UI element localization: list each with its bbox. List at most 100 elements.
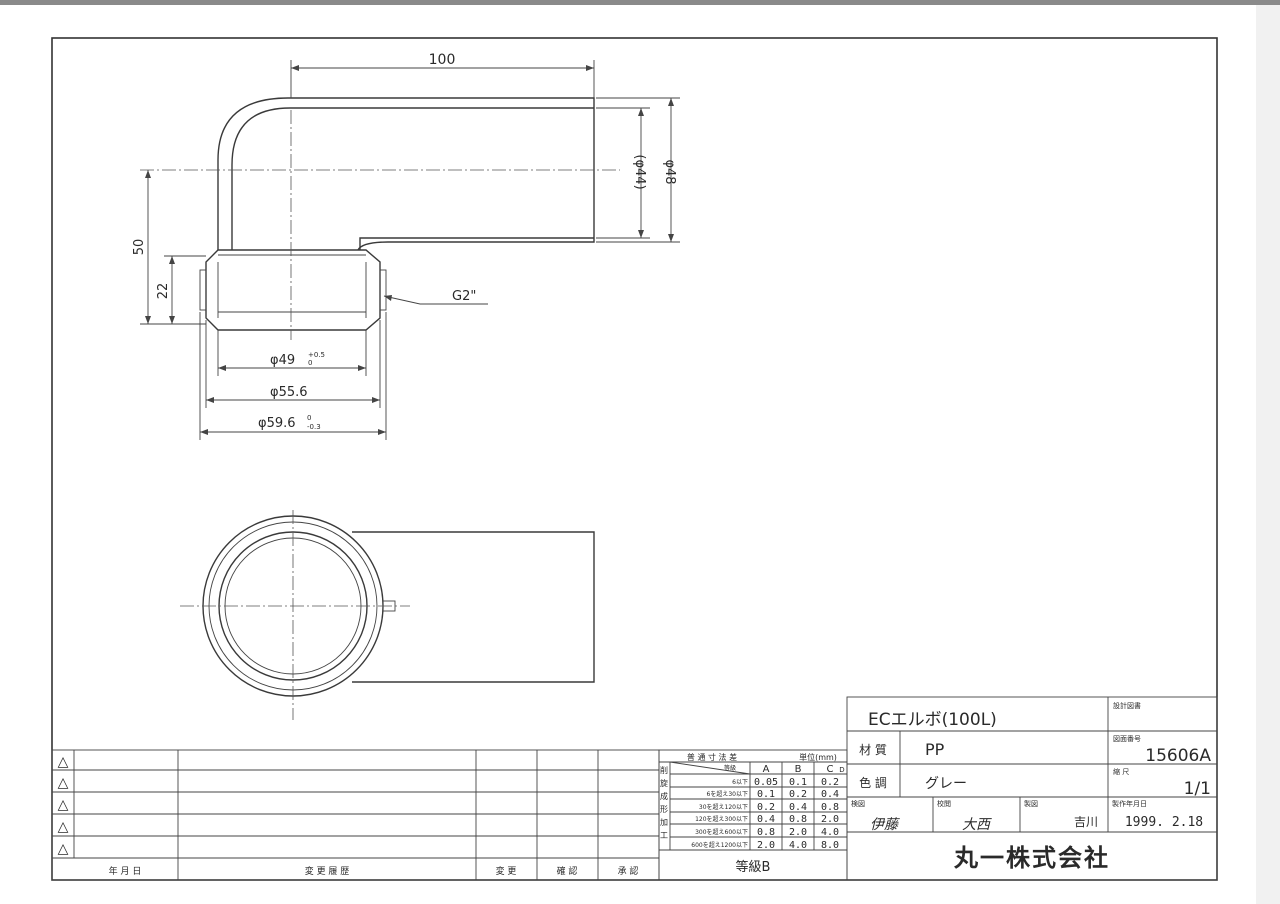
- value-cell: 4.0: [789, 840, 807, 851]
- arrow: [169, 256, 175, 264]
- arrow: [378, 429, 386, 435]
- dim-inner-dia: (φ44): [632, 154, 647, 189]
- arrow: [668, 98, 674, 106]
- revision-marker: △: [58, 819, 69, 835]
- range-cell: 120を超え300以下: [695, 815, 748, 823]
- dim-dia3: φ59.6: [258, 416, 296, 431]
- company-logo: 丸一株式会社: [953, 844, 1110, 872]
- thread-bump-left: [199, 269, 207, 311]
- label-date: 製作年月日: [1112, 799, 1147, 808]
- col-change-label: 変 更: [496, 865, 517, 877]
- dim-dia1-tol-lower: 0: [308, 359, 312, 367]
- arrow: [200, 429, 208, 435]
- label-design-drawing: 設計図書: [1113, 701, 1141, 710]
- label-material: 材 質: [859, 742, 887, 757]
- value-cell: 2.0: [821, 814, 839, 825]
- arrow: [586, 65, 594, 71]
- row-label: 旋: [660, 778, 668, 788]
- arrow: [145, 316, 151, 324]
- row-label: 加: [660, 817, 668, 827]
- revision-marker: △: [58, 841, 69, 857]
- thread-leader: [383, 295, 488, 305]
- value-cell: 0.8: [821, 802, 839, 813]
- dim-outer-dia: φ48: [662, 159, 677, 184]
- revision-marker: △: [58, 754, 69, 770]
- col-date-label: 年 月 日: [109, 865, 142, 877]
- value-cell: 2.0: [757, 840, 775, 851]
- tolerance-unit: 単位(mm): [799, 752, 837, 762]
- row-label: 削: [660, 765, 668, 775]
- row-label: 成: [660, 791, 668, 801]
- value-cell: 8.0: [821, 840, 839, 851]
- dim-length: 100: [429, 52, 456, 68]
- value-cell: 4.0: [821, 827, 839, 838]
- dim-thread: G2": [452, 289, 476, 304]
- value-cell: 0.2: [789, 789, 807, 800]
- grade-code: C: [827, 764, 834, 775]
- revision-table: △ △ △ △ △ 年 月 日 変 更 履 歴 変 更 確 認 承 認: [51, 749, 660, 881]
- col-check-label: 確 認: [557, 865, 578, 877]
- dim-dia1-tol-upper: +0.5: [308, 351, 325, 359]
- arrow: [169, 316, 175, 324]
- arrow: [291, 65, 299, 71]
- value-cell: 0.2: [821, 777, 839, 788]
- revision-table-frame: [51, 749, 660, 881]
- range-cell: 600を超え1200以下: [691, 841, 748, 849]
- label-drawing-no: 図面番号: [1113, 735, 1141, 743]
- part-name: ECエルボ(100L): [868, 710, 997, 730]
- thread-bump-right: [379, 269, 387, 311]
- elbow-inner-bottom: [359, 237, 594, 250]
- front-view: 100 (φ44) φ48 50 22 G2" φ49: [132, 52, 680, 440]
- title-block: ECエルボ(100L) 設計図書 材 質 PP 図面番号 15606A 色 調 …: [846, 696, 1218, 881]
- pipe-outline-top: [352, 531, 595, 683]
- dim-dia2: φ55.6: [270, 385, 308, 400]
- grade-code: B: [795, 764, 802, 775]
- elbow-inner-wall: [231, 107, 594, 250]
- arrow: [668, 234, 674, 242]
- arrow: [384, 295, 392, 301]
- arrow: [372, 397, 380, 403]
- range-cell: 6以下: [732, 779, 748, 786]
- value-cell: 0.1: [757, 789, 775, 800]
- revision-marker: △: [58, 775, 69, 791]
- dim-dia3-tol-lower: -0.3: [307, 423, 321, 431]
- label-check: 校閲: [937, 799, 951, 808]
- arrow: [145, 170, 151, 178]
- dim-height: 50: [132, 239, 147, 256]
- value-cell: 0.4: [757, 814, 775, 825]
- tolerance-table: 普 通 寸 法 差 単位(mm) 等級 A B C D 削 旋 成 形 加 工 …: [658, 749, 848, 881]
- socket-body: [205, 249, 381, 331]
- header-diagonal: [669, 761, 751, 775]
- range-cell: 30を超え120以下: [699, 803, 748, 811]
- scan-top-edge: [0, 0, 1280, 5]
- value-cell: 0.8: [789, 814, 807, 825]
- range-cell: 6を超え30以下: [707, 790, 748, 798]
- elbow-outline: [217, 97, 595, 251]
- value-cell: 0.4: [821, 789, 839, 800]
- material-value: PP: [925, 740, 945, 759]
- grade-code: D: [839, 766, 844, 774]
- value-cell: 0.2: [757, 802, 775, 813]
- col-history-label: 変 更 履 歴: [305, 865, 350, 877]
- tolerance-grade: 等級B: [736, 859, 771, 875]
- dim-socket-depth: 22: [156, 283, 171, 300]
- label-draft: 製図: [1024, 799, 1038, 808]
- value-cell: 2.0: [789, 827, 807, 838]
- arrow: [638, 108, 644, 116]
- checker-signature: 大西: [962, 817, 992, 833]
- value-cell: 0.05: [754, 777, 778, 788]
- label-inspect: 検図: [851, 799, 865, 808]
- range-cell: 300を超え600以下: [695, 828, 748, 836]
- grade-code: A: [763, 764, 770, 775]
- value-cell: 0.1: [789, 777, 807, 788]
- arrow: [358, 365, 366, 371]
- arrow: [218, 365, 226, 371]
- dim-dia3-tol-upper: 0: [307, 414, 311, 422]
- label-scale: 縮 尺: [1113, 767, 1129, 776]
- revision-marker: △: [58, 797, 69, 813]
- scale-value: 1/1: [1184, 779, 1211, 799]
- drawing-number: 15606A: [1145, 746, 1211, 766]
- top-view: [180, 510, 595, 720]
- value-cell: 0.4: [789, 802, 807, 813]
